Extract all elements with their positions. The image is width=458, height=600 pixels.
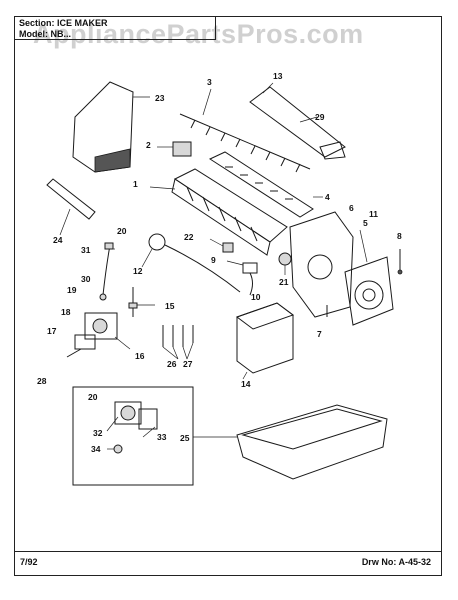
callout: 12	[133, 266, 143, 276]
part-21-gear	[278, 252, 292, 275]
part-4-stripper	[208, 151, 323, 218]
part-2-switch	[157, 141, 192, 157]
callout: 27	[183, 359, 193, 369]
callout: 15	[165, 301, 175, 311]
part-11-motor	[344, 229, 394, 326]
part-1-mold	[149, 168, 288, 256]
part-8-screw	[397, 249, 403, 275]
callout: 8	[397, 231, 402, 241]
part-20-31-tube	[99, 242, 115, 301]
callout: 23	[155, 93, 165, 103]
callout: 17	[47, 326, 57, 336]
callout: 19	[67, 285, 77, 295]
inset-valve-detail	[72, 386, 194, 486]
callout: 26	[167, 359, 177, 369]
callout: 33	[157, 432, 167, 442]
callout: 1	[133, 179, 138, 189]
part-9-clip	[226, 260, 258, 274]
part-24-fill-tube	[46, 178, 96, 236]
part-16-water-valve	[74, 312, 131, 350]
callout: 34	[91, 444, 101, 454]
callout: 28	[37, 376, 47, 386]
callout: 20	[117, 226, 127, 236]
part-14-insulation	[235, 302, 295, 380]
callout: 31	[81, 245, 91, 255]
part-13-29-bracket	[249, 82, 346, 160]
callout-labels: 1 2 3 4 5 6 7 8 9 10 11 12 13 14 15 16 1…	[37, 71, 402, 454]
callout: 7	[317, 329, 322, 339]
callout: 10	[251, 292, 261, 302]
callout: 14	[241, 379, 251, 389]
callout: 22	[184, 232, 194, 242]
callout: 11	[369, 209, 378, 219]
header-divider	[15, 39, 215, 40]
model-label: Model: NB...	[19, 29, 71, 39]
callout: 5	[363, 218, 368, 228]
parts-diagram-sheet: AppliancePartsPros.com Section: ICE MAKE…	[14, 16, 442, 576]
part-22-thermostat	[209, 238, 234, 253]
part-3-ejector	[179, 88, 311, 173]
watermark: AppliancePartsPros.com	[33, 19, 364, 49]
exploded-view-drawing: 1 2 3 4 5 6 7 8 9 10 11 12 13 14 15 16 1…	[37, 71, 403, 486]
callout: 24	[53, 235, 63, 245]
callout: 21	[279, 277, 289, 287]
callout: 2	[146, 140, 151, 150]
callout: 25	[180, 433, 190, 443]
callout: 32	[93, 428, 103, 438]
header-divider-vertical	[215, 17, 216, 40]
part-15-clamp	[128, 287, 155, 317]
callout: 20	[88, 392, 98, 402]
part-6-housing	[289, 211, 354, 318]
section-label: Section: ICE MAKER	[19, 18, 108, 28]
drawing-number: Drw No: A-45-32	[361, 557, 431, 567]
part-25-ice-bin	[193, 404, 388, 480]
callout: 29	[315, 112, 325, 122]
callout: 4	[325, 192, 330, 202]
callout: 9	[211, 255, 216, 265]
callout: 18	[61, 307, 71, 317]
part-28-fitting	[66, 348, 82, 358]
callout: 30	[81, 274, 91, 284]
part-10-wire	[249, 272, 253, 296]
part-26-27-screws	[162, 325, 194, 360]
part-23-cover	[72, 81, 150, 173]
part-12-harness	[141, 233, 241, 293]
callout: 6	[349, 203, 354, 213]
footer-divider	[15, 551, 441, 552]
callout: 16	[135, 351, 145, 361]
callout: 3	[207, 77, 212, 87]
callout: 13	[273, 71, 283, 81]
footer-date: 7/92	[20, 557, 38, 567]
